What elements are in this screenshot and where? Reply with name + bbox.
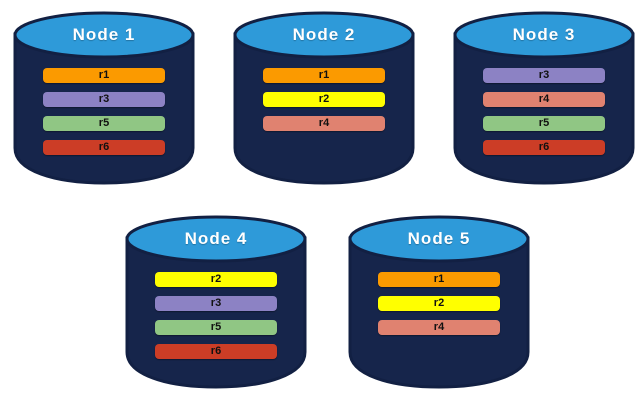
cylinder-top-cap xyxy=(348,215,530,263)
shard-list: r2 r3 r5 r6 xyxy=(155,272,277,359)
shard-bar-r5[interactable]: r5 xyxy=(43,116,165,131)
cylinder-top-cap xyxy=(453,11,635,59)
shard-list: r1 r2 r4 xyxy=(263,68,385,131)
cylinder-top-cap xyxy=(13,11,195,59)
shard-bar-r1[interactable]: r1 xyxy=(43,68,165,83)
shard-bar-r5[interactable]: r5 xyxy=(483,116,605,131)
shard-bar-r3[interactable]: r3 xyxy=(43,92,165,107)
shard-bar-r4[interactable]: r4 xyxy=(263,116,385,131)
shard-bar-r1[interactable]: r1 xyxy=(263,68,385,83)
shard-bar-r4[interactable]: r4 xyxy=(378,320,500,335)
shard-list: r1 r3 r5 r6 xyxy=(43,68,165,155)
cylinder-top-cap xyxy=(125,215,307,263)
shard-bar-r1[interactable]: r1 xyxy=(378,272,500,287)
shard-bar-r2[interactable]: r2 xyxy=(263,92,385,107)
shard-bar-r2[interactable]: r2 xyxy=(155,272,277,287)
shard-bar-r6[interactable]: r6 xyxy=(155,344,277,359)
shard-bar-r2[interactable]: r2 xyxy=(378,296,500,311)
shard-list: r3 r4 r5 r6 xyxy=(483,68,605,155)
shard-bar-r6[interactable]: r6 xyxy=(43,140,165,155)
shard-bar-r5[interactable]: r5 xyxy=(155,320,277,335)
shard-bar-r3[interactable]: r3 xyxy=(483,68,605,83)
cylinder-top-cap xyxy=(233,11,415,59)
shard-bar-r3[interactable]: r3 xyxy=(155,296,277,311)
shard-bar-r4[interactable]: r4 xyxy=(483,92,605,107)
shard-bar-r6[interactable]: r6 xyxy=(483,140,605,155)
shard-list: r1 r2 r4 xyxy=(378,272,500,335)
